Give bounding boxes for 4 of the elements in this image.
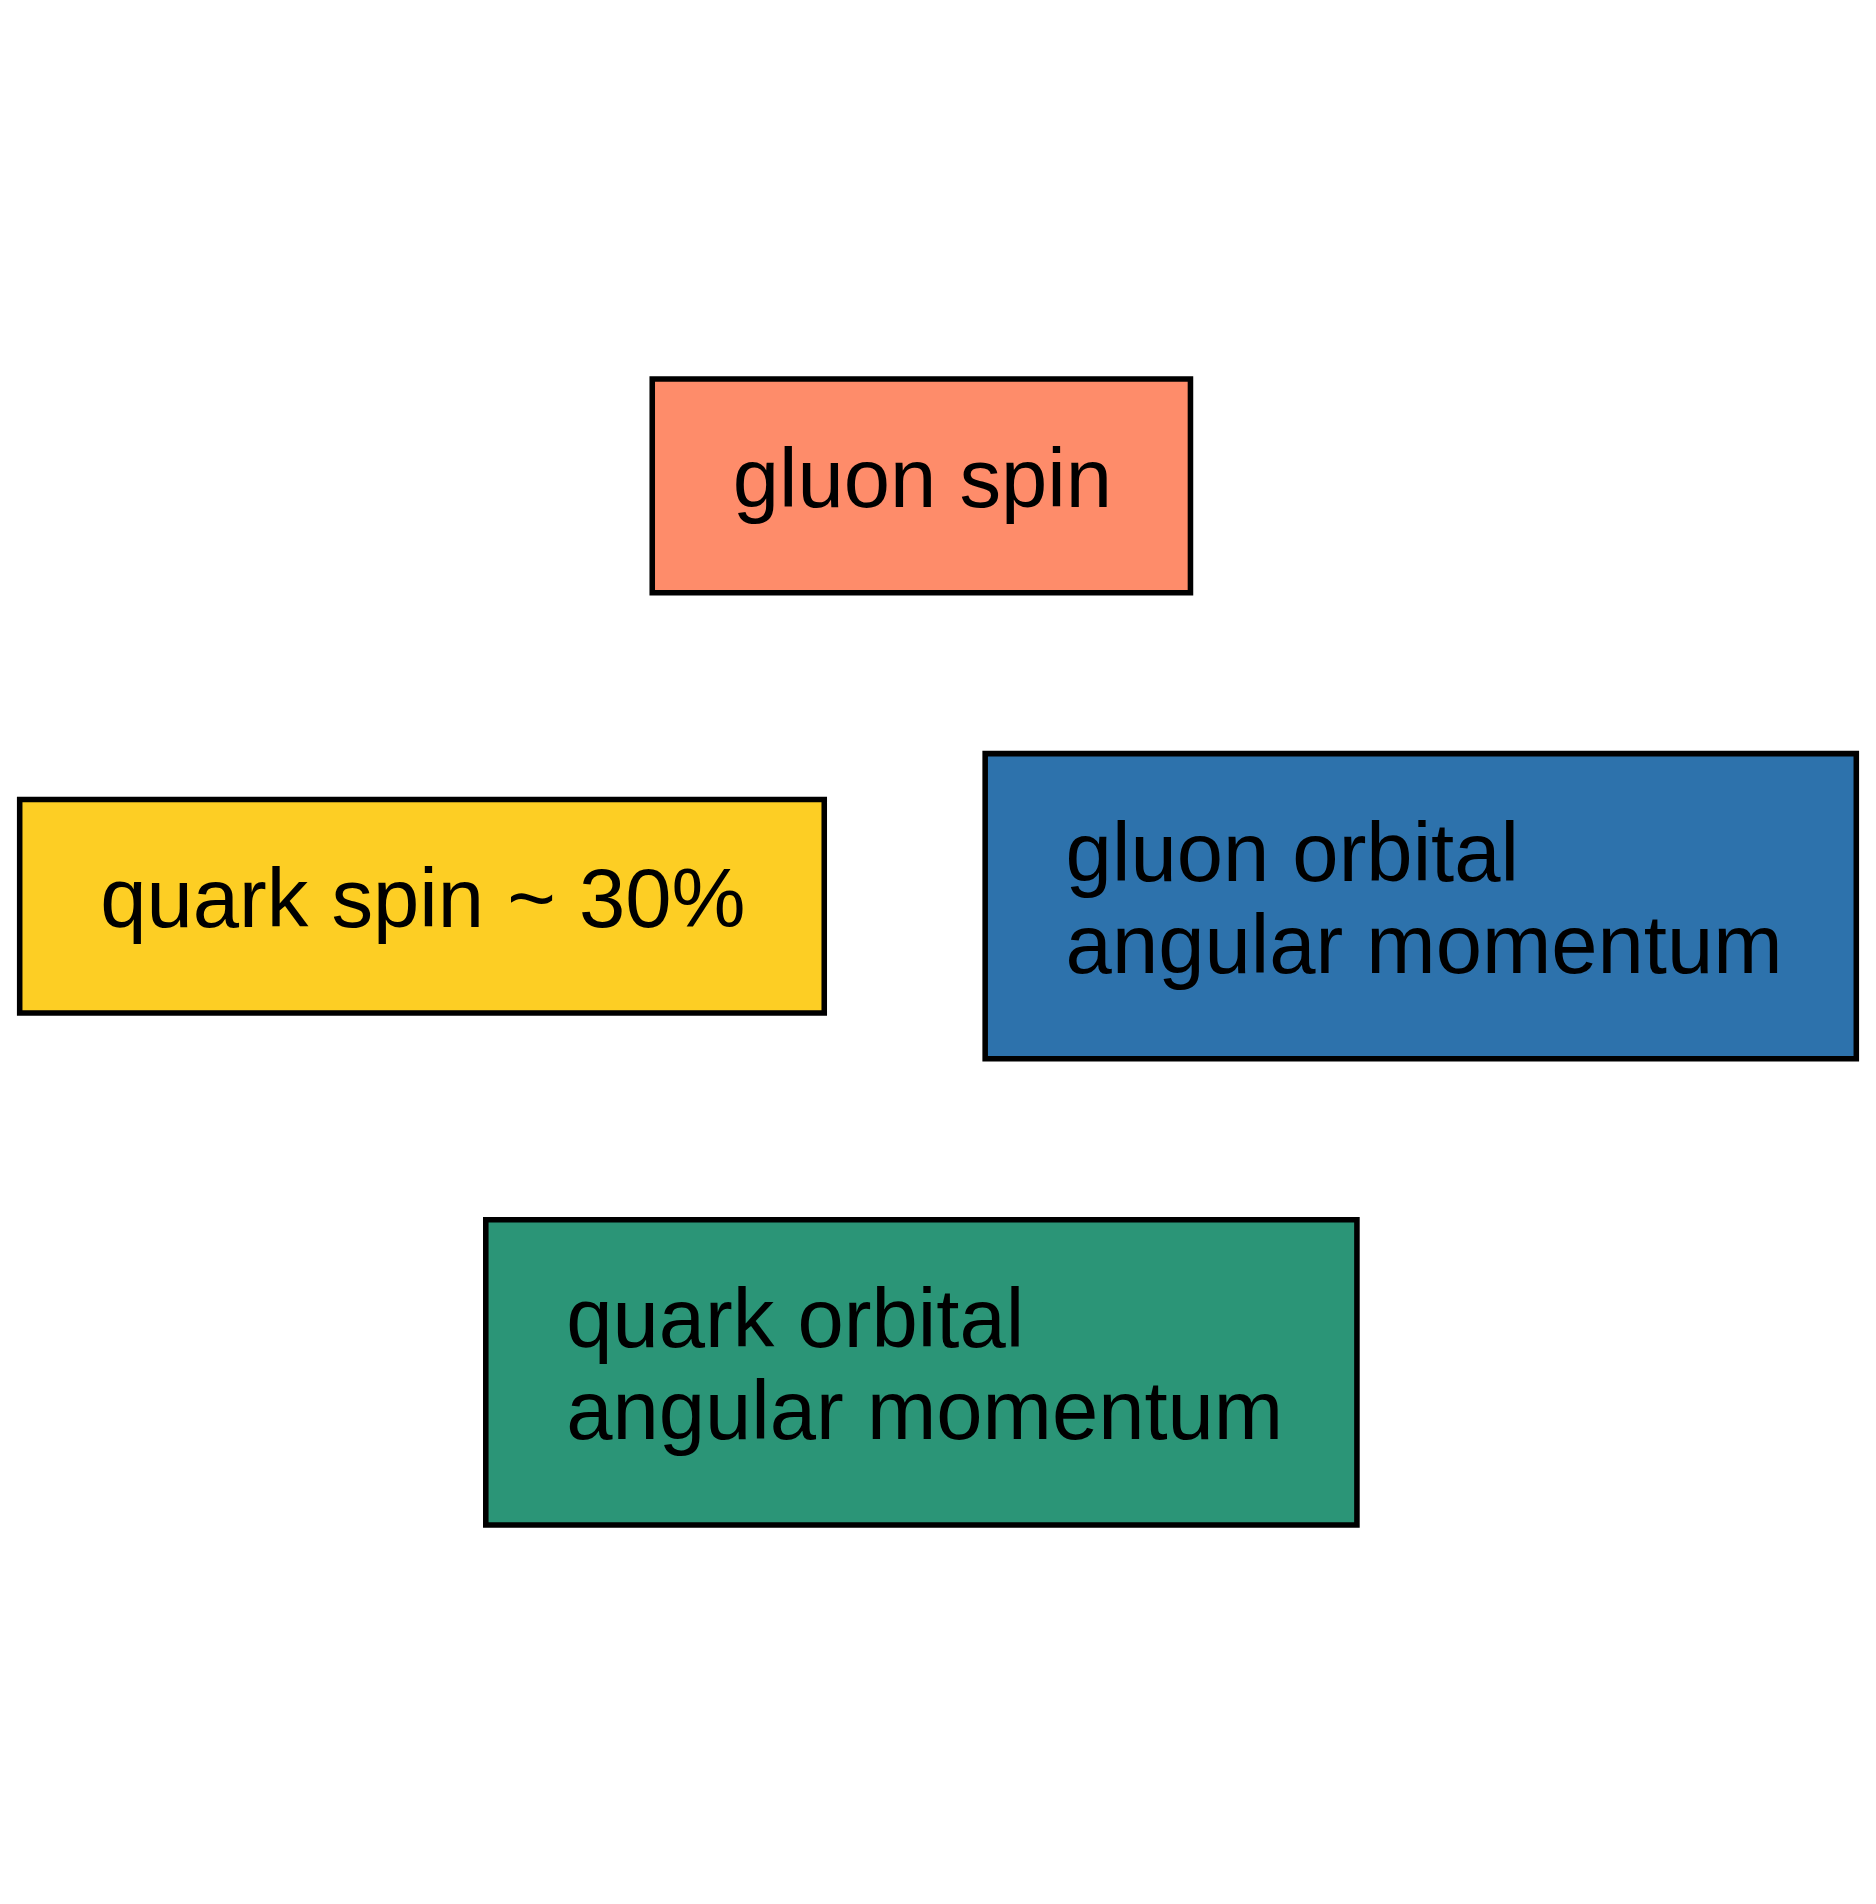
node-box: quark spin ~ 30% [16, 796, 828, 1016]
node-box: gluon spin [649, 376, 1194, 596]
node-box: quark orbital angular momentum [483, 1216, 1360, 1528]
node-box: gluon orbital angular momentum [982, 750, 1860, 1062]
